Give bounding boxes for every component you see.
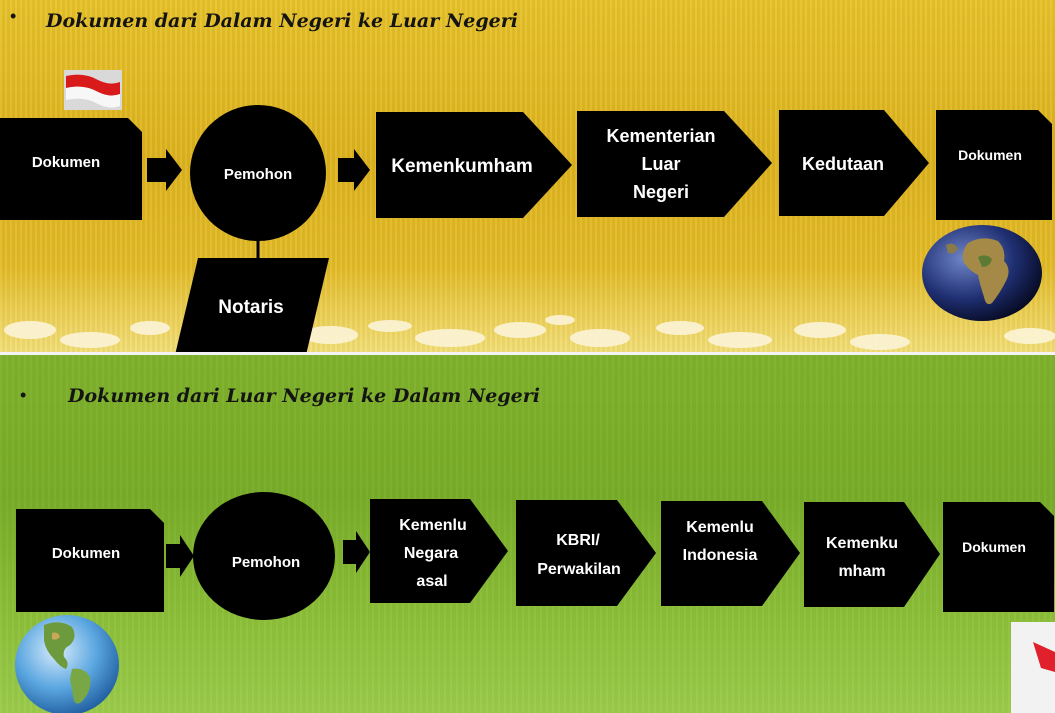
top-node-kedutaan-label: Kedutaan [802, 154, 884, 174]
bottom-panel: • Dokumen dari Luar Negeri ke Dalam Nege… [0, 355, 1055, 713]
top-node-dokumen-start: Dokumen [0, 118, 142, 220]
bottom-node-kemenlu-indonesia-line-1: Kemenlu [686, 519, 754, 536]
top-bullet: • [10, 6, 17, 26]
bottom-node-kemenkumham: Kemenku mham [804, 502, 940, 607]
bottom-node-kemenlu-negara-asal-line-3: asal [416, 573, 447, 590]
bottom-node-dokumen-end-label: Dokumen [962, 539, 1026, 555]
top-node-kemenlu-line-3: Negeri [633, 182, 689, 202]
top-node-notaris: Notaris [175, 258, 329, 355]
top-node-notaris-label: Notaris [218, 297, 283, 318]
top-node-kemenkumham-label: Kemenkumham [391, 156, 533, 177]
bottom-arrow-2 [343, 531, 370, 573]
bottom-node-kbri-line-2: Perwakilan [537, 561, 621, 578]
bottom-node-kemenlu-negara-asal-line-1: Kemenlu [399, 517, 467, 534]
red-flag-fragment-icon [1011, 622, 1055, 713]
top-arrow-2 [338, 149, 370, 191]
bottom-node-pemohon: Pemohon [193, 492, 335, 620]
bottom-heading: Dokumen dari Luar Negeri ke Dalam Negeri [68, 385, 540, 407]
bottom-node-kemenlu-indonesia-line-2: Indonesia [683, 547, 758, 564]
top-node-kemenlu-line-1: Kementerian [606, 126, 715, 146]
top-node-dokumen-end-label: Dokumen [958, 147, 1022, 163]
top-flow-diagram: Dokumen Pemohon Notaris Kemenkumham Keme… [0, 105, 1052, 355]
top-arrow-1 [147, 149, 182, 191]
globe-americas-icon [15, 615, 119, 713]
bottom-bullet: • [20, 385, 27, 405]
bottom-node-dokumen-start-label: Dokumen [52, 545, 120, 562]
bottom-node-kbri-perwakilan: KBRI/ Perwakilan [516, 500, 656, 606]
bottom-node-kemenlu-indonesia: Kemenlu Indonesia [661, 501, 800, 606]
bottom-node-kemenlu-negara-asal-line-2: Negara [404, 545, 458, 562]
bottom-flow-diagram: Dokumen Pemohon Kemenlu Negara asal KBRI… [16, 492, 1054, 620]
bottom-node-kemenlu-negara-asal: Kemenlu Negara asal [370, 499, 508, 603]
globe-africa-icon [922, 225, 1042, 321]
top-node-kemenkumham: Kemenkumham [376, 112, 572, 218]
indonesia-flag-icon [64, 70, 122, 110]
top-node-dokumen-start-label: Dokumen [32, 154, 100, 171]
top-node-kementerian-luar-negeri: Kementerian Luar Negeri [577, 111, 772, 217]
bottom-node-kbri-line-1: KBRI/ [556, 532, 600, 549]
bottom-arrow-1 [166, 535, 194, 577]
bottom-node-pemohon-label: Pemohon [232, 554, 300, 571]
bottom-node-dokumen-start: Dokumen [16, 509, 164, 612]
bottom-node-dokumen-end: Dokumen [943, 502, 1054, 612]
top-node-kemenlu-line-2: Luar [641, 154, 680, 174]
top-node-dokumen-end: Dokumen [936, 110, 1052, 220]
section-divider [0, 352, 1055, 356]
top-node-kedutaan: Kedutaan [779, 110, 929, 216]
bottom-node-kemenkumham-line-1: Kemenku [826, 535, 898, 552]
top-panel: • Dokumen dari Dalam Negeri ke Luar Nege… [0, 0, 1055, 355]
top-heading: Dokumen dari Dalam Negeri ke Luar Negeri [46, 10, 518, 32]
top-node-pemohon: Pemohon [190, 105, 326, 262]
bottom-node-kemenkumham-line-2: mham [838, 563, 885, 580]
top-node-pemohon-label: Pemohon [224, 166, 292, 183]
